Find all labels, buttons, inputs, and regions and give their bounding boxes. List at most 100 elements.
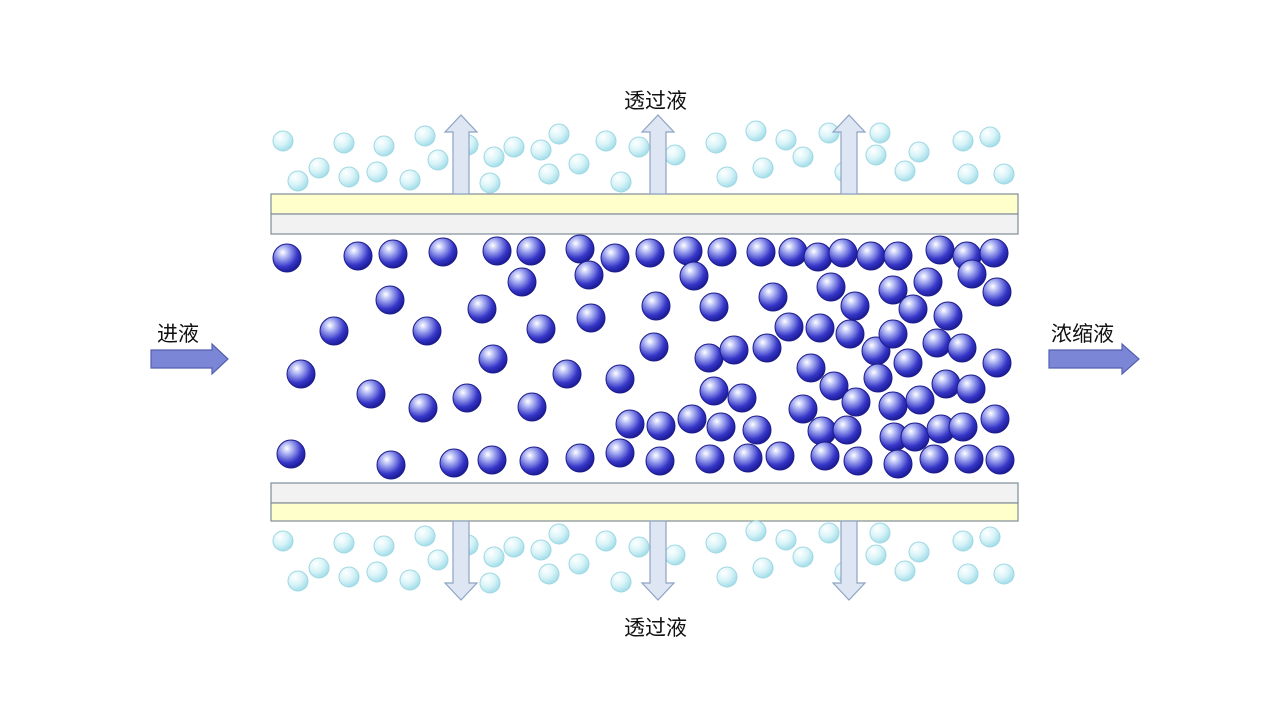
permeate-particle	[479, 172, 501, 194]
solute-particle	[878, 391, 908, 421]
solute-particle	[843, 446, 873, 476]
solute-particle	[956, 374, 986, 404]
permeate-particle	[865, 544, 887, 566]
solute-particle	[893, 348, 923, 378]
solute-particle	[765, 441, 795, 471]
permeate-arrows-up	[443, 114, 867, 195]
solute-particle	[707, 237, 737, 267]
permeate-particle	[610, 171, 632, 193]
permeate-particle	[993, 563, 1015, 585]
solute-particle	[900, 422, 930, 452]
solute-particle	[878, 275, 908, 305]
solute-particle	[727, 383, 757, 413]
permeate-particle	[595, 130, 617, 152]
solute-particle	[810, 441, 840, 471]
solute-particle	[742, 415, 772, 445]
permeate-particle	[568, 153, 590, 175]
solute-particle	[641, 291, 671, 321]
permeate-particle	[664, 144, 686, 166]
permeate-particle	[479, 572, 501, 594]
permeate-particle	[752, 157, 774, 179]
permeate-particle	[957, 163, 979, 185]
solute-particle	[841, 387, 871, 417]
solute-particle	[286, 359, 316, 389]
top-membrane	[270, 193, 1019, 235]
solute-particle	[752, 333, 782, 363]
solute-particle	[639, 332, 669, 362]
solute-particle	[919, 444, 949, 474]
solute-particle	[819, 371, 849, 401]
solute-particle	[774, 312, 804, 342]
permeate-particle	[993, 163, 1015, 185]
arrow-down-icon	[640, 520, 676, 601]
solute-particle	[805, 313, 835, 343]
permeate-particle	[373, 135, 395, 157]
solute-particles	[272, 234, 1015, 480]
permeate-particle	[568, 553, 590, 575]
permeate-particle	[745, 520, 767, 542]
permeate-particle	[775, 529, 797, 551]
solute-particle	[482, 236, 512, 266]
permeate-particle	[628, 536, 650, 558]
permeate-particle	[338, 166, 360, 188]
solute-particle	[922, 328, 952, 358]
solute-particle	[378, 239, 408, 269]
solute-particle	[408, 393, 438, 423]
solute-particle	[957, 259, 987, 289]
permeate-particle	[308, 557, 330, 579]
solute-particle	[677, 404, 707, 434]
solute-particle	[452, 383, 482, 413]
solute-particle	[985, 445, 1015, 475]
solute-particle	[272, 243, 302, 273]
solute-particle	[954, 444, 984, 474]
arrow-up-icon	[640, 114, 676, 195]
solute-particle	[840, 291, 870, 321]
permeate-particle	[503, 536, 525, 558]
solute-particle	[883, 449, 913, 479]
permeate-particle	[595, 530, 617, 552]
permeate-particle	[399, 169, 421, 191]
concentrate-label: 浓缩液	[1051, 322, 1114, 346]
permeate-particle	[818, 522, 840, 544]
solute-particle	[925, 235, 955, 265]
permeate-particle	[792, 546, 814, 568]
permeate-particle	[503, 136, 525, 158]
solute-particle	[733, 443, 763, 473]
solute-particle	[507, 267, 537, 297]
solute-particle	[635, 238, 665, 268]
solute-particle	[679, 261, 709, 291]
solute-particle	[719, 335, 749, 365]
solute-particle	[276, 439, 306, 469]
arrow-down-icon	[831, 520, 867, 601]
solute-particle	[605, 438, 635, 468]
permeate-particle	[705, 532, 727, 554]
permeate-particle	[427, 149, 449, 171]
permeate-particle	[483, 146, 505, 168]
permeate-particle	[952, 530, 974, 552]
solute-particle	[947, 333, 977, 363]
permeate-particles	[272, 120, 1015, 594]
permeate-particle	[952, 130, 974, 152]
permeate-particle	[530, 539, 552, 561]
permeate-particle	[908, 541, 930, 563]
solute-particle	[913, 267, 943, 297]
solute-particle	[898, 294, 928, 324]
permeate-particle	[338, 566, 360, 588]
solute-particle	[428, 237, 458, 267]
solute-particle	[565, 443, 595, 473]
permeate-particle	[366, 161, 388, 183]
permeate-particle	[548, 123, 570, 145]
solute-particle	[746, 237, 776, 267]
solute-particle	[412, 316, 442, 346]
solute-particle	[788, 394, 818, 424]
permeate-particle	[716, 566, 738, 588]
solute-particle	[694, 343, 724, 373]
solute-particle	[477, 445, 507, 475]
permeate-particle	[530, 139, 552, 161]
permeate-particle	[399, 569, 421, 591]
permeate-particle	[745, 120, 767, 142]
permeate-particle	[538, 163, 560, 185]
solute-particle	[778, 237, 808, 267]
solute-particle	[863, 363, 893, 393]
permeate-particle	[272, 530, 294, 552]
